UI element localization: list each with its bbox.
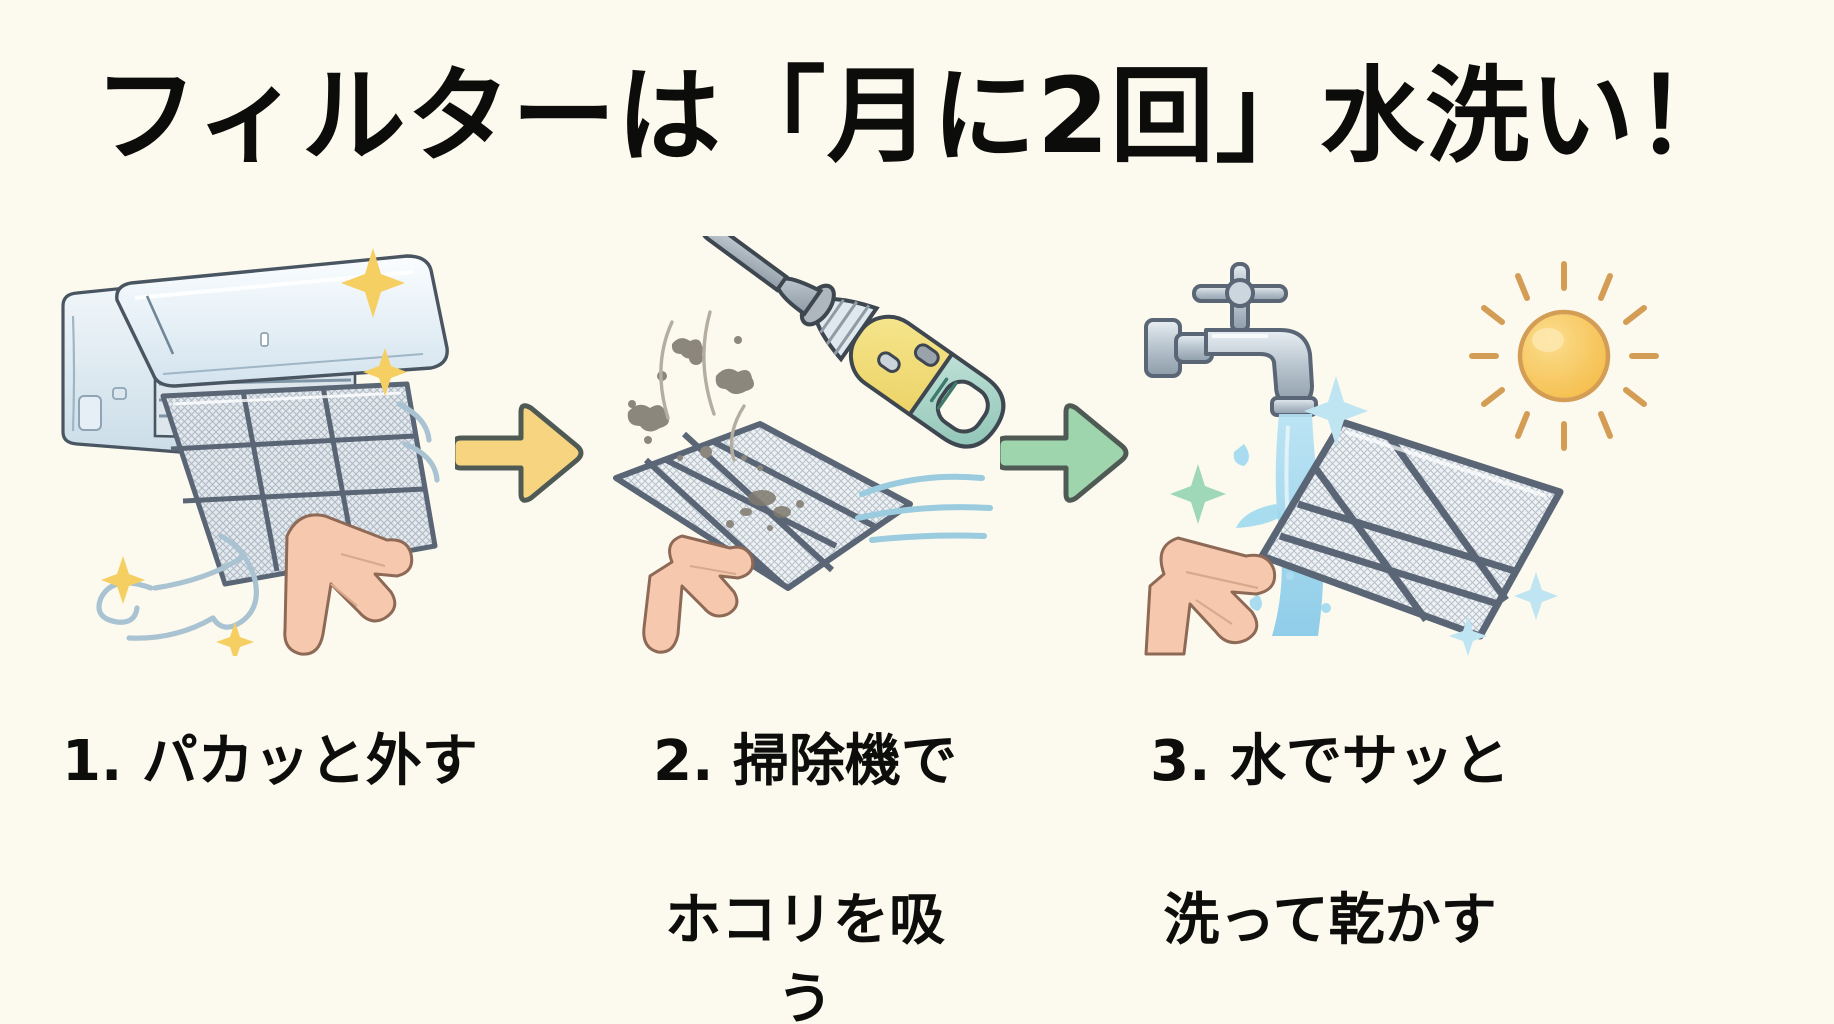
faucet-handle (1192, 262, 1288, 308)
caption-step-2-line-1: 2. 掃除機で (653, 728, 957, 794)
faucet-icon (1144, 262, 1318, 417)
caption-step-2: 2. 掃除機で ホコリを吸う (640, 642, 970, 1024)
mesh-filter-step-2 (613, 421, 913, 591)
caption-step-1-line-1: 1. パカッと外す (62, 728, 478, 794)
arrow-step-1-to-2 (455, 398, 585, 508)
sparkle-icons (101, 248, 407, 656)
handheld-vacuum (700, 236, 1006, 449)
dust-motion-lines (659, 310, 746, 462)
dust-particle-icons (627, 336, 763, 471)
air-conditioner-open-cover (115, 254, 449, 388)
illustration-step-1 (55, 236, 485, 656)
hand-step-3 (1144, 536, 1277, 656)
caption-row: 1. パカッと外す 2. 掃除機で ホコリを吸う 3. 水でサッと 洗って乾かす (0, 642, 1834, 1024)
arrow-step-2-to-3 (1000, 398, 1130, 508)
dirt-on-filter (726, 490, 804, 531)
page-title: フィルターは「月に2回」水洗い！ (93, 55, 1741, 177)
airflow-line-icons (855, 473, 993, 543)
illustration-row (0, 236, 1834, 656)
illustration-step-3 (1140, 236, 1660, 656)
caption-step-3-line-2: 洗って乾かす (1163, 887, 1497, 953)
mesh-filter-step-3 (1258, 418, 1564, 640)
caption-step-3: 3. 水でサッと 洗って乾かす (1150, 642, 1510, 1024)
caption-step-3-line-1: 3. 水でサッと (1150, 728, 1510, 794)
caption-step-2-line-2: ホコリを吸う (665, 887, 945, 1024)
illustration-step-2 (610, 236, 1040, 656)
caption-step-1: 1. パカッと外す (62, 642, 478, 881)
sparkle-icons (1170, 376, 1558, 656)
sun-icon (1469, 261, 1659, 451)
hand-step-1 (283, 513, 414, 656)
hand-step-2 (642, 534, 755, 654)
